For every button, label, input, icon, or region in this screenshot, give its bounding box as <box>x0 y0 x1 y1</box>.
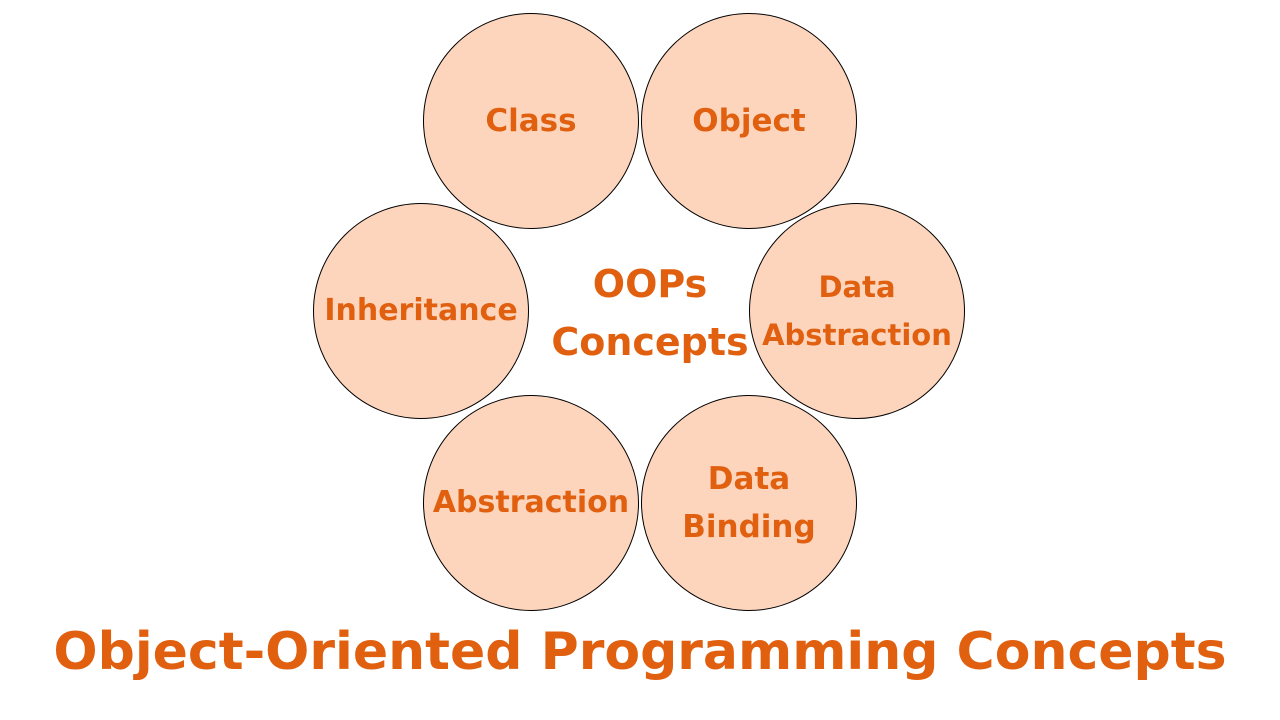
diagram-title: Object-Oriented Programming Concepts <box>53 622 1227 682</box>
node-inheritance: Inheritance <box>313 203 529 419</box>
node-abstraction: Abstraction <box>423 395 639 611</box>
node-data-abstraction: Data Abstraction <box>749 203 965 419</box>
node-object: Object <box>641 13 857 229</box>
center-label: OOPs Concepts <box>551 261 749 364</box>
node-data-binding: Data Binding <box>641 395 857 611</box>
node-class: Class <box>423 13 639 229</box>
